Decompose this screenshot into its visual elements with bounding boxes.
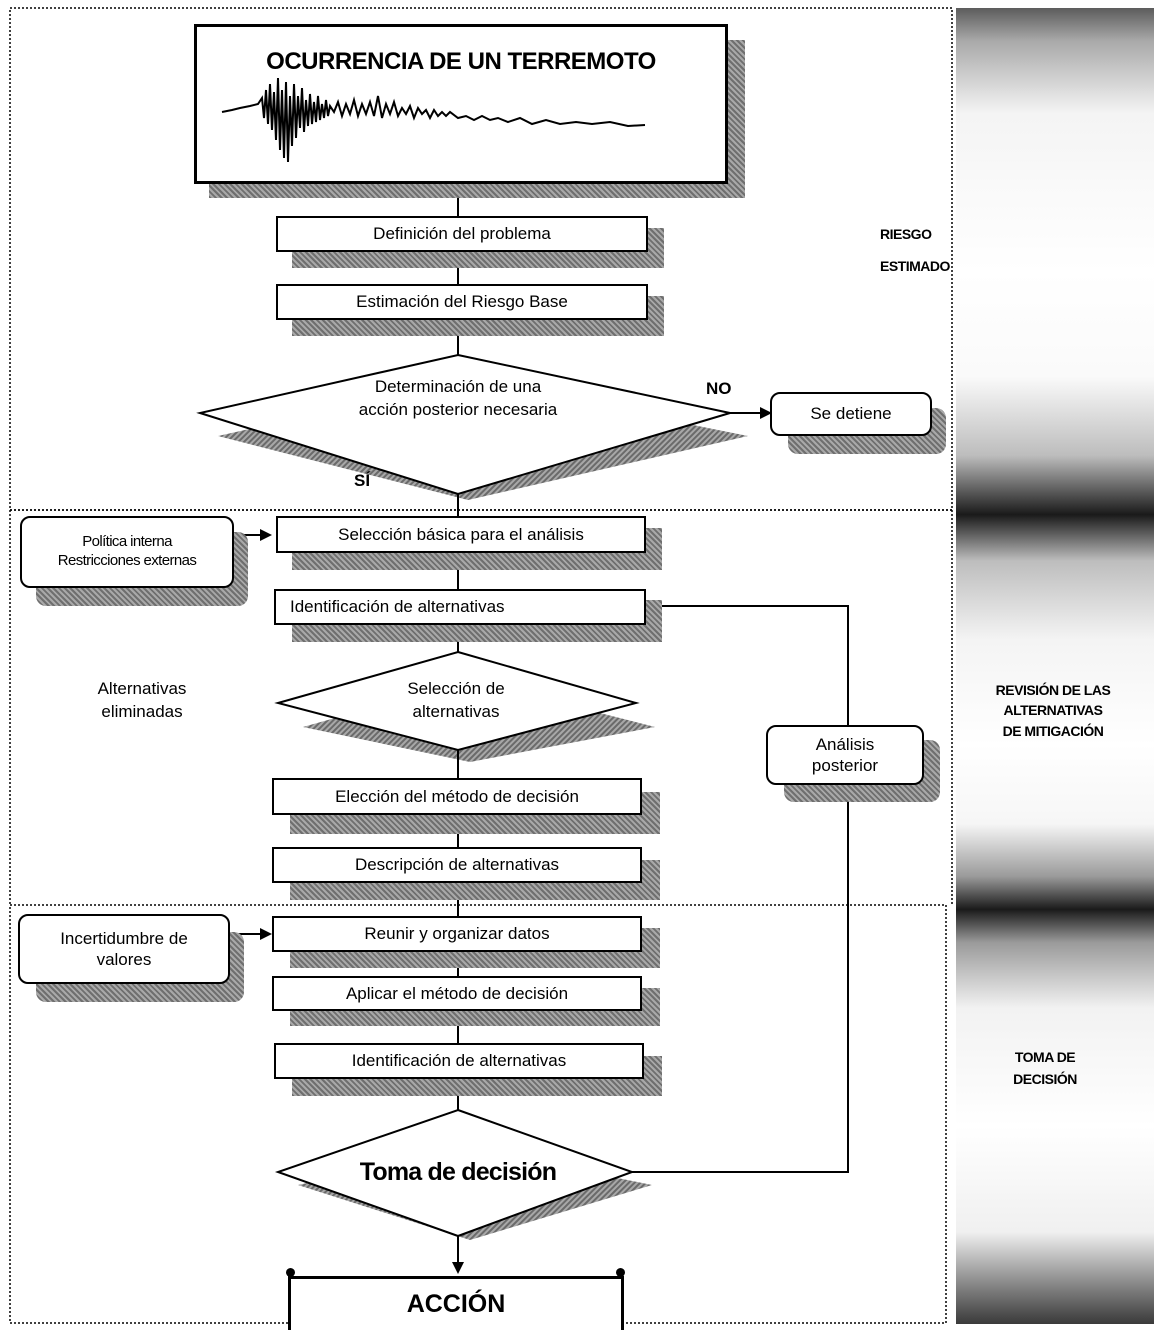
step-label: Elección del método de decisión	[335, 786, 579, 806]
step-label: Selección básica para el análisis	[338, 524, 584, 544]
step-seleccion-basica: Selección básica para el análisis	[276, 516, 646, 553]
si-label: SÍ	[354, 471, 371, 490]
step-label: ACCIÓN	[406, 1289, 506, 1318]
step-label: Política interna Restricciones externas	[57, 533, 197, 569]
step-label: Definición del problema	[373, 224, 551, 244]
step-label: Estimación del Riesgo Base	[356, 292, 568, 312]
section-revision-frame	[9, 509, 953, 905]
step-identificacion-alternativas-2: Identificación de alternativas	[274, 1043, 644, 1079]
step-label: Reunir y organizar datos	[364, 924, 550, 944]
band-label-toma-decision: TOMA DE DECISIÓN	[1013, 1049, 1077, 1088]
step-aplicar-metodo: Aplicar el método de decisión	[272, 976, 642, 1011]
diamond-label-toma-decision: Toma de decisión	[359, 1158, 557, 1186]
band-label-revision-alternativas: REVISIÓN DE LAS ALTERNATIVAS DE MITIGACI…	[995, 682, 1111, 739]
step-label: Identificación de alternativas	[351, 1051, 567, 1071]
step-estimacion-riesgo: Estimación del Riesgo Base	[276, 284, 648, 320]
title-box: OCURRENCIA DE UN TERREMOTO	[194, 24, 728, 184]
band-label-riesgo-estimado: RIESGO ESTIMADO	[880, 226, 950, 275]
step-label: Descripción de alternativas	[354, 855, 560, 875]
step-reunir-datos: Reunir y organizar datos	[272, 916, 642, 952]
diamond-label-seleccion: Selección de alternativas	[407, 679, 505, 721]
step-se-detiene: Se detiene	[770, 392, 932, 436]
step-descripcion-alternativas: Descripción de alternativas	[272, 847, 642, 883]
scroll-dot-left	[286, 1268, 295, 1277]
step-label: Incertidumbre de valores	[60, 928, 188, 969]
phase-gradient-band	[956, 8, 1154, 1324]
feedback-loop	[632, 600, 849, 1173]
step-label: Análisis posterior	[811, 734, 879, 775]
step-accion: ACCIÓN	[288, 1276, 624, 1330]
section-riesgo-frame	[9, 7, 953, 511]
step-identificacion-alternativas-1: Identificación de alternativas	[274, 589, 646, 625]
step-label: Se detiene	[810, 404, 892, 424]
label-alternativas-eliminadas: Alternativas eliminadas	[97, 679, 187, 721]
step-definicion-problema: Definición del problema	[276, 216, 648, 252]
scroll-dot-right	[616, 1268, 625, 1277]
step-analisis-posterior: Análisis posterior	[766, 725, 924, 785]
input-incertidumbre-valores: Incertidumbre de valores	[18, 914, 230, 984]
step-eleccion-metodo: Elección del método de decisión	[272, 778, 642, 815]
step-label: Aplicar el método de decisión	[345, 983, 569, 1003]
diamond-label-determinacion: Determinación de una acción posterior ne…	[358, 377, 558, 419]
title-text: OCURRENCIA DE UN TERREMOTO	[266, 48, 656, 75]
step-label: Identificación de alternativas	[290, 597, 505, 617]
input-politica-restricciones: Política interna Restricciones externas	[20, 516, 234, 588]
no-label: NO	[706, 379, 732, 398]
